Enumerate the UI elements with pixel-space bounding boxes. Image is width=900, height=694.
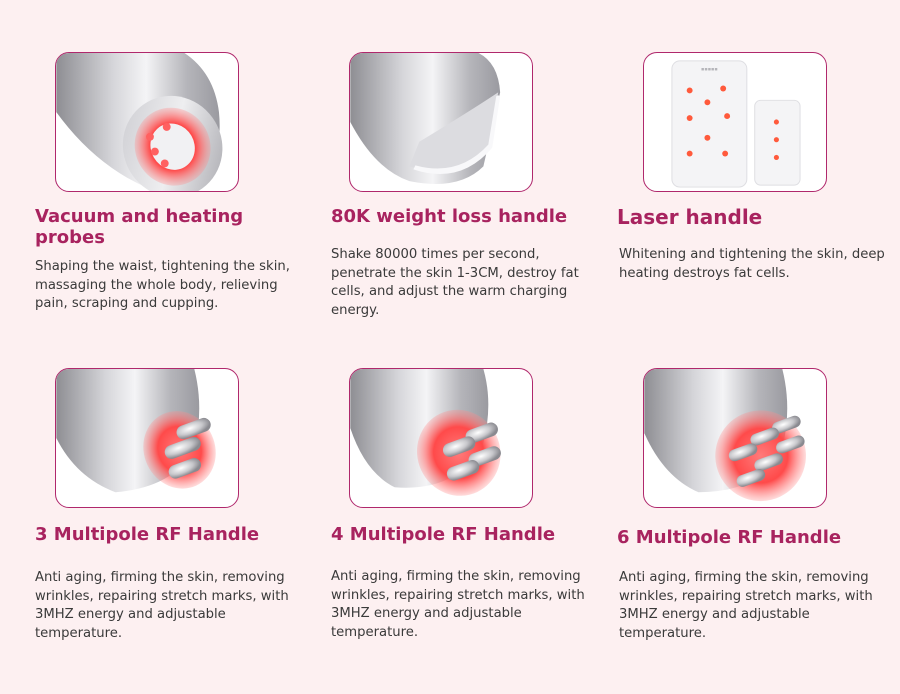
product-title: Vacuum and heating probes	[35, 206, 244, 248]
weight-loss-handle-image	[349, 52, 533, 192]
rf-3-multipole-image	[55, 368, 239, 508]
product-title: 6 Multipole RF Handle	[617, 527, 842, 548]
product-description: Shaping the waist, tightening the skin, …	[35, 259, 290, 311]
product-title: 3 Multipole RF Handle	[35, 524, 260, 545]
product-title: 80K weight loss handle	[331, 206, 568, 227]
vacuum-heating-probe-image	[55, 52, 239, 192]
rf-6-multipole-image	[643, 368, 827, 508]
product-description: Whitening and tightening the skin, deep …	[619, 247, 885, 281]
rf-4-multipole-image	[349, 368, 533, 508]
product-title: 4 Multipole RF Handle	[331, 524, 556, 545]
weight-loss-handle-icon	[350, 53, 501, 184]
product-description: Shake 80000 times per second, penetrate …	[331, 247, 579, 318]
vacuum-heating-probe-icon	[56, 53, 223, 191]
rf-6-multipole-icon	[644, 369, 806, 502]
rf-3-multipole-icon	[56, 369, 216, 493]
product-description: Anti aging, firming the skin, removing w…	[35, 570, 289, 641]
product-title: Laser handle	[617, 205, 763, 229]
laser-pads-image: ▪▪▪▪▪	[643, 52, 827, 192]
product-description: Anti aging, firming the skin, removing w…	[331, 569, 585, 640]
svg-text:▪▪▪▪▪: ▪▪▪▪▪	[701, 67, 718, 73]
rf-4-multipole-icon	[350, 369, 501, 496]
product-description: Anti aging, firming the skin, removing w…	[619, 570, 873, 641]
laser-pads-icon: ▪▪▪▪▪	[671, 60, 801, 188]
